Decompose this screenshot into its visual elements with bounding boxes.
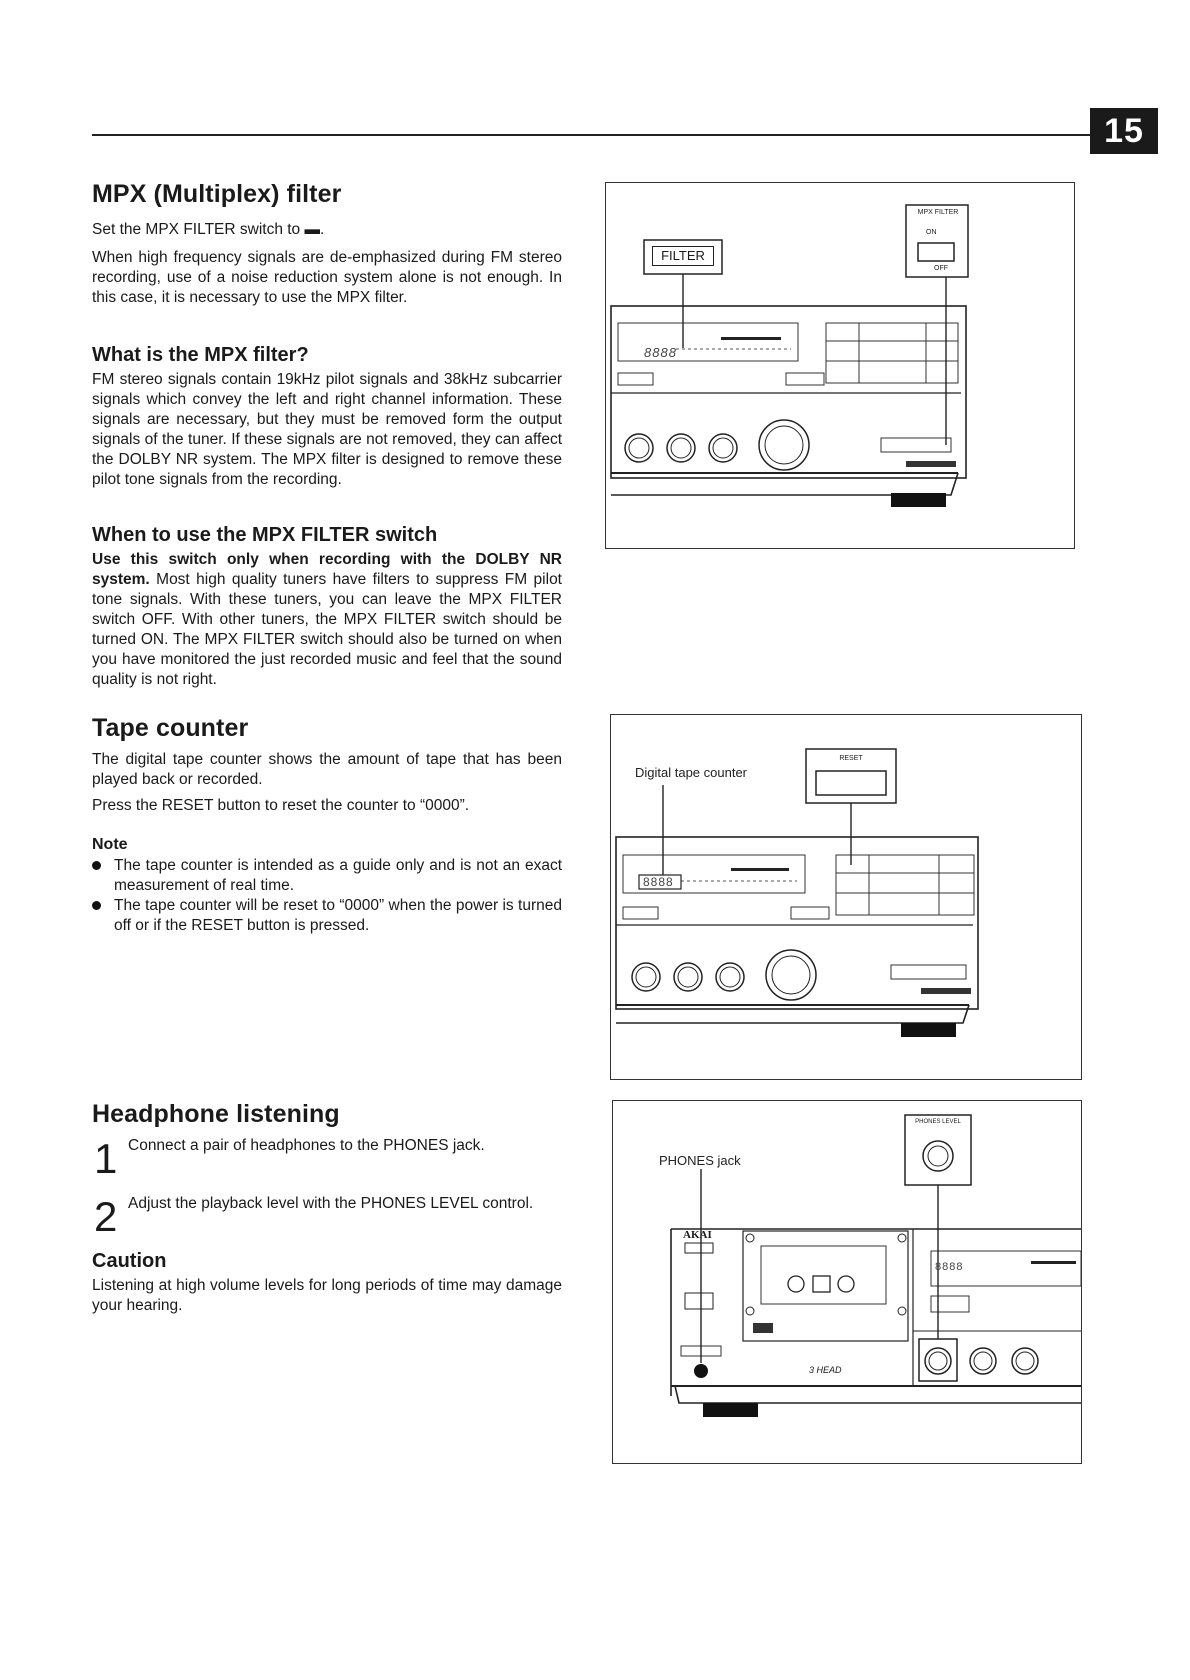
what-mpx-text: FM stereo signals contain 19kHz pilot si… (92, 371, 562, 488)
what-mpx-title: What is the MPX filter? (92, 344, 309, 366)
akai-logo: AKAI (683, 1229, 712, 1241)
when-mpx-title: When to use the MPX FILTER switch (92, 524, 438, 546)
digital-counter-callout: Digital tape counter (635, 765, 748, 780)
tape-note-item: The tape counter will be reset to “0000”… (92, 896, 562, 936)
tape-note-title: Note (92, 836, 128, 853)
headphone-counter-display: 8888 (935, 1261, 964, 1273)
headphone-figure: PHONES jack PHONES LEVEL AKAI 3 HEAD 888… (612, 1100, 1082, 1464)
tape-title: Tape counter (92, 714, 249, 742)
step-2-text: Adjust the playback level with the PHONE… (128, 1195, 534, 1212)
tape-counter-display: 8888 (643, 875, 674, 889)
step-1-text: Connect a pair of headphones to the PHON… (128, 1137, 485, 1154)
filter-indicator-label: FILTER (652, 246, 714, 266)
tape-figure: Digital tape counter RESET 8888 (610, 714, 1082, 1080)
step-1-number: 1 (94, 1135, 118, 1182)
header-rule (92, 134, 1095, 136)
mpx-switch-title: MPX FILTER (917, 209, 959, 216)
mpx-figure-drawing (610, 204, 969, 507)
tape-figure-drawing (615, 748, 979, 1037)
mpx-switch-off: OFF (934, 265, 948, 272)
mpx-title: MPX (Multiplex) filter (92, 180, 342, 208)
step-2-number: 2 (94, 1193, 118, 1240)
phones-level-label: PHONES LEVEL (915, 1119, 961, 1125)
phones-jack-callout: PHONES jack (659, 1153, 741, 1168)
mpx-counter-display: 8888 (644, 345, 677, 360)
headphone-figure-drawing (670, 1114, 1081, 1417)
tape-notes: The tape counter is intended as a guide … (92, 856, 562, 936)
tape-description: The digital tape counter shows the amoun… (92, 751, 562, 788)
when-mpx-bold: Use this switch only when recording with… (92, 551, 562, 588)
tape-note-item: The tape counter is intended as a guide … (92, 856, 562, 896)
caution-title: Caution (92, 1250, 167, 1272)
mpx-figure: FILTER MPX FILTER ON OFF 8888 (605, 182, 1075, 549)
page-number: 15 (1090, 108, 1158, 154)
mpx-instruction: Set the MPX FILTER switch to ▬. (92, 221, 325, 238)
when-mpx-rest: Most high quality tuners have filters to… (92, 571, 562, 688)
when-mpx-text: Use this switch only when recording with… (92, 550, 562, 690)
tape-reset-instruction: Press the RESET button to reset the coun… (92, 797, 470, 814)
reset-button-label: RESET (839, 755, 863, 762)
bullet-icon (92, 901, 101, 910)
caution-text: Listening at high volume levels for long… (92, 1277, 562, 1314)
mpx-intro: When high frequency signals are de-empha… (92, 249, 562, 306)
headphone-title: Headphone listening (92, 1100, 340, 1128)
three-head-label: 3 HEAD (809, 1365, 842, 1375)
bullet-icon (92, 861, 101, 870)
mpx-switch-on: ON (926, 229, 937, 236)
